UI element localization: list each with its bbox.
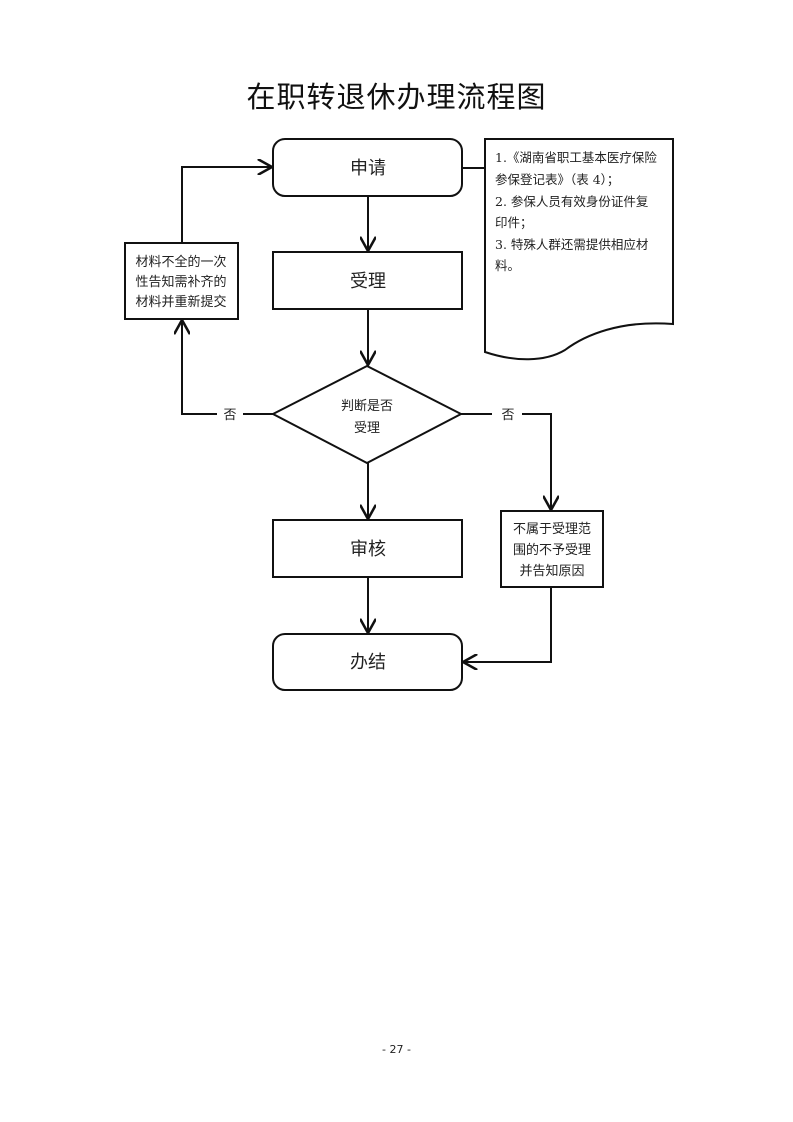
decision-node [270,364,464,465]
incomplete-notice-line3: 材料并重新提交 [135,294,226,310]
edge-label-left-no: 否 [223,408,236,423]
document-note-shape [484,138,674,361]
review-node [272,519,463,578]
reject-notice-line1: 不属于受理范 [513,522,591,537]
incomplete-notice-line2: 性告知需补齐的 [135,274,226,290]
reject-notice-line2: 围的不予受理 [513,542,591,558]
apply-label: 申请 [350,158,386,179]
note-line-2: 参保登记表》（表 4）； [495,172,619,187]
note-line-1: 1.《湖南省职工基本医疗保险 [495,150,657,165]
complete-label: 办结 [350,652,386,673]
edge-decision-left-no-b [182,320,217,415]
edge-label-right-no: 否 [501,408,514,423]
review-label: 审核 [350,539,386,560]
reject-notice-line3: 并告知原因 [519,563,584,579]
note-line-6: 料。 [495,258,520,273]
edge-incomplete-to-apply [181,167,272,243]
edge-reject-to-complete [463,587,552,662]
decision-label-line1: 判断是否 [341,399,393,414]
decision-label-line2: 受理 [354,421,380,436]
page-title: 在职转退休办理流程图 [246,80,547,114]
note-line-3: 2. 参保人员有效身份证件复 [495,194,649,209]
edge-decision-right-no-b [522,413,551,510]
note-line-4: 印件； [495,215,533,230]
accept-label: 受理 [350,271,386,292]
note-line-5: 3. 特殊人群还需提供相应材 [495,237,648,252]
incomplete-notice-line1: 材料不全的一次 [135,254,226,270]
page-number: - 27 - [382,1043,411,1056]
